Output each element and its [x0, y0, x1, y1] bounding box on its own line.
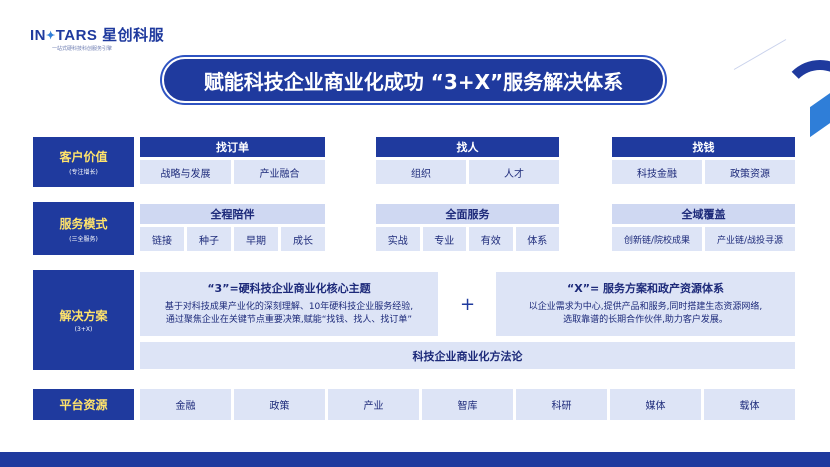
group-cell: 政策资源	[705, 160, 795, 184]
group-cell: 实战	[376, 227, 420, 251]
row-label-sub: (专注增长)	[69, 169, 98, 176]
footer-bar	[0, 452, 830, 467]
solution-x-desc: 以企业需求为中心,提供产品和服务,同时搭建生态资源网络, 选取靠谱的长期合作伙伴…	[496, 301, 795, 327]
platform-cell: 政策	[234, 389, 325, 420]
row-label-sub: (3+X)	[74, 326, 93, 333]
mode-group-coverage: 全域覆盖 创新链/院校成果 产业链/战投寻源	[612, 204, 795, 251]
platform-cell: 产业	[328, 389, 419, 420]
page-title: 赋能科技企业商业化成功 “3+X”服务解决体系	[203, 69, 624, 94]
desc-line: 基于对科技成果产业化的深刻理解、10年硬科技企业服务经验,	[164, 302, 414, 312]
group-cell: 战略与发展	[140, 160, 231, 184]
brand-logo: IN✦TARS 星创科服 一站式硬科技科创服务引擎	[30, 24, 190, 58]
row-label-title: 服务模式	[59, 216, 108, 231]
desc-line: 通过聚焦企业在关键节点重要决策,赋能“找钱、找人、找订单”	[165, 315, 413, 325]
desc-line: 以企业需求为中心,提供产品和服务,同时搭建生态资源网络,	[528, 302, 763, 312]
plus-icon: +	[460, 294, 476, 315]
group-cell: 人才	[469, 160, 559, 184]
row-label-title: 平台资源	[59, 398, 108, 412]
star-icon: ✦	[46, 30, 56, 42]
group-head: 全面服务	[376, 204, 559, 224]
row-label-sub: (三全服务)	[69, 235, 98, 243]
group-cell: 专业	[422, 227, 466, 251]
group-head: 全域覆盖	[612, 204, 795, 224]
solution-x-box: “X”= 服务方案和政产资源体系 以企业需求为中心,提供产品和服务,同时搭建生态…	[496, 272, 795, 336]
group-cell: 成长	[281, 227, 325, 251]
logo-text-cn: 星创科服	[102, 27, 165, 44]
mode-group-comprehensive: 全面服务 实战 专业 有效 体系	[376, 204, 559, 251]
row-label-value: 客户价值 (专注增长)	[33, 137, 134, 187]
decorative-line	[733, 39, 787, 70]
group-head: 全程陪伴	[140, 204, 325, 224]
group-cell: 种子	[187, 227, 231, 251]
solution-three-title: “3”=硬科技企业商业化核心主题	[207, 282, 371, 295]
group-cell: 有效	[469, 227, 513, 251]
group-head: 找人	[376, 137, 559, 157]
group-cell: 组织	[376, 160, 466, 184]
value-group-people: 找人 组织 人才	[376, 137, 559, 184]
logo-tagline: 一站式硬科技科创服务引擎	[52, 46, 113, 52]
logo-text-suffix: TARS	[55, 27, 98, 44]
solution-three-desc: 基于对科技成果产业化的深刻理解、10年硬科技企业服务经验, 通过聚焦企业在关键节…	[140, 301, 438, 327]
group-head: 找钱	[612, 137, 795, 157]
platform-cell: 金融	[140, 389, 231, 420]
group-cell: 体系	[515, 227, 559, 251]
row-label-mode: 服务模式 (三全服务)	[33, 202, 134, 255]
platform-cell: 媒体	[610, 389, 701, 420]
group-cell: 产业融合	[234, 160, 325, 184]
platform-resources: 金融 政策 产业 智库 科研 媒体 载体	[140, 389, 795, 420]
logo-wordmark: IN✦TARS 星创科服	[30, 24, 164, 45]
logo-text-prefix: IN	[30, 27, 46, 44]
group-cell: 产业链/战投寻源	[705, 227, 795, 251]
desc-line: 选取靠谱的长期合作伙伴,助力客户发展。	[563, 315, 728, 325]
solution-x-title: “X”= 服务方案和政产资源体系	[567, 282, 724, 295]
group-cell: 早期	[234, 227, 278, 251]
mode-group-accompany: 全程陪伴 链接 种子 早期 成长	[140, 204, 325, 251]
platform-cell: 载体	[704, 389, 795, 420]
group-cell: 科技金融	[612, 160, 702, 184]
platform-cell: 智库	[422, 389, 513, 420]
value-group-money: 找钱 科技金融 政策资源	[612, 137, 795, 184]
row-label-title: 解决方案	[59, 309, 108, 323]
row-label-title: 客户价值	[59, 150, 108, 164]
group-cell: 链接	[140, 227, 184, 251]
group-head: 找订单	[140, 137, 325, 157]
methodology-bar: 科技企业商业化方法论	[140, 342, 795, 369]
title-banner: 赋能科技企业商业化成功 “3+X”服务解决体系	[162, 57, 665, 103]
value-group-orders: 找订单 战略与发展 产业融合	[140, 137, 325, 184]
row-label-platform: 平台资源	[33, 389, 134, 420]
group-cell: 创新链/院校成果	[612, 227, 702, 251]
platform-cell: 科研	[516, 389, 607, 420]
solution-three-box: “3”=硬科技企业商业化核心主题 基于对科技成果产业化的深刻理解、10年硬科技企…	[140, 272, 438, 336]
decorative-arc	[780, 60, 830, 140]
row-label-solution: 解决方案 (3+X)	[33, 270, 134, 370]
